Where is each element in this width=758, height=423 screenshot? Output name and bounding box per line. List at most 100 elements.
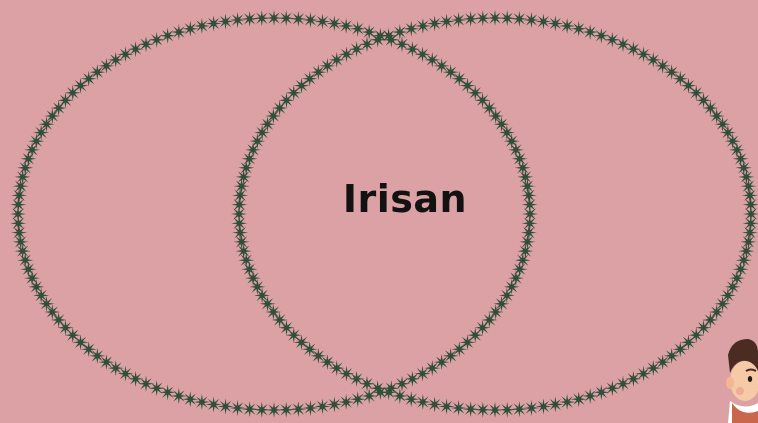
garland-star-mark xyxy=(302,400,318,416)
garland-star-mark xyxy=(81,341,97,357)
garland-star-mark xyxy=(604,32,620,48)
garland-star-mark xyxy=(427,16,443,32)
garland-star-mark xyxy=(504,133,520,149)
garland-star-mark xyxy=(314,398,330,414)
garland-star-mark xyxy=(451,341,467,357)
garland-star-mark xyxy=(302,71,318,87)
garland-star-mark xyxy=(672,341,688,357)
garland-star-mark xyxy=(218,398,234,414)
garland-star-mark xyxy=(523,400,539,416)
garland-star-mark xyxy=(582,24,598,40)
garland-star-mark xyxy=(680,334,696,350)
garland-star-mark xyxy=(403,391,419,407)
garland-star-mark xyxy=(182,21,198,37)
garland-star-mark xyxy=(593,28,609,44)
garland-star-mark xyxy=(11,225,27,241)
garland-star-mark xyxy=(294,78,310,94)
garland-star-mark xyxy=(535,14,551,30)
garland-star-mark xyxy=(230,400,246,416)
garland-star-mark xyxy=(729,270,745,286)
garland-star-mark xyxy=(499,10,515,26)
garland-star-mark xyxy=(415,18,431,34)
garland-star-mark xyxy=(582,388,598,404)
garland-star-mark xyxy=(171,24,187,40)
garland-star-mark xyxy=(149,380,165,396)
garland-star-mark xyxy=(254,402,270,418)
garland-star-mark xyxy=(415,394,431,410)
garland-star-mark xyxy=(499,125,515,141)
garland-star-mark xyxy=(290,11,306,27)
garland-star-mark xyxy=(463,401,479,417)
garland-star-mark xyxy=(508,270,524,286)
garland-star-mark xyxy=(149,32,165,48)
garland-star-mark xyxy=(451,71,467,87)
intersection-label: Irisan xyxy=(0,180,758,218)
garland-star-mark xyxy=(249,133,265,149)
garland-star-mark xyxy=(290,401,306,417)
garland-star-mark xyxy=(182,391,198,407)
garland-star-mark xyxy=(206,16,222,32)
garland-star-mark xyxy=(206,396,222,412)
garland-star-mark xyxy=(171,388,187,404)
garland-star-mark xyxy=(28,279,44,295)
garland-star-mark xyxy=(33,287,49,303)
garland-star-mark xyxy=(547,396,563,412)
garland-star-mark xyxy=(615,376,631,392)
garland-star-mark xyxy=(249,279,265,295)
garland-star-mark xyxy=(138,36,154,52)
garland-star-mark xyxy=(302,341,318,357)
garland-star-mark xyxy=(725,279,741,295)
garland-star-mark xyxy=(559,18,575,34)
garland-star-mark xyxy=(28,133,44,149)
garland-star-mark xyxy=(443,64,459,80)
garland-star-mark xyxy=(720,125,736,141)
garland-star-mark xyxy=(504,279,520,295)
garland-star-mark xyxy=(302,12,318,28)
garland-star-mark xyxy=(24,142,40,158)
garland-star-mark xyxy=(571,21,587,37)
garland-star-mark xyxy=(392,24,408,40)
garland-star-mark xyxy=(242,401,258,417)
garland-star-mark xyxy=(278,10,294,26)
garland-star-mark xyxy=(511,11,527,27)
garland-star-mark xyxy=(571,391,587,407)
garland-star-mark xyxy=(245,142,261,158)
garland-star-mark xyxy=(547,16,563,32)
garland-star-mark xyxy=(370,380,386,396)
cartoon-character-icon xyxy=(718,333,758,423)
garland-star-mark xyxy=(242,11,258,27)
garland-star-mark xyxy=(451,400,467,416)
garland-star-mark xyxy=(439,398,455,414)
garland-star-mark xyxy=(672,71,688,87)
garland-star-mark xyxy=(350,391,366,407)
garland-star-mark xyxy=(535,398,551,414)
garland-star-mark xyxy=(463,11,479,27)
garland-star-mark xyxy=(194,18,210,34)
garland-star-mark xyxy=(451,12,467,28)
garland-star-mark xyxy=(194,394,210,410)
garland-star-mark xyxy=(232,225,248,241)
garland-star-mark xyxy=(475,402,491,418)
garland-star-mark xyxy=(459,334,475,350)
garland-star-mark xyxy=(230,12,246,28)
garland-star-mark xyxy=(394,376,410,392)
garland-star-mark xyxy=(392,388,408,404)
garland-star-mark xyxy=(511,401,527,417)
garland-star-mark xyxy=(523,12,539,28)
garland-star-mark xyxy=(218,14,234,30)
garland-star-mark xyxy=(439,14,455,30)
garland-star-mark xyxy=(310,348,326,364)
garland-star-mark xyxy=(254,287,270,303)
garland-star-mark xyxy=(160,28,176,44)
garland-star-mark xyxy=(338,394,354,410)
garland-star-mark xyxy=(427,396,443,412)
garland-star-mark xyxy=(559,394,575,410)
garland-star-mark xyxy=(350,21,366,37)
garland-star-mark xyxy=(326,396,342,412)
garland-star-mark xyxy=(73,78,89,94)
garland-star-mark xyxy=(664,64,680,80)
garland-star-mark xyxy=(381,384,397,400)
garland-star-mark xyxy=(359,36,375,52)
garland-star-mark xyxy=(593,384,609,400)
